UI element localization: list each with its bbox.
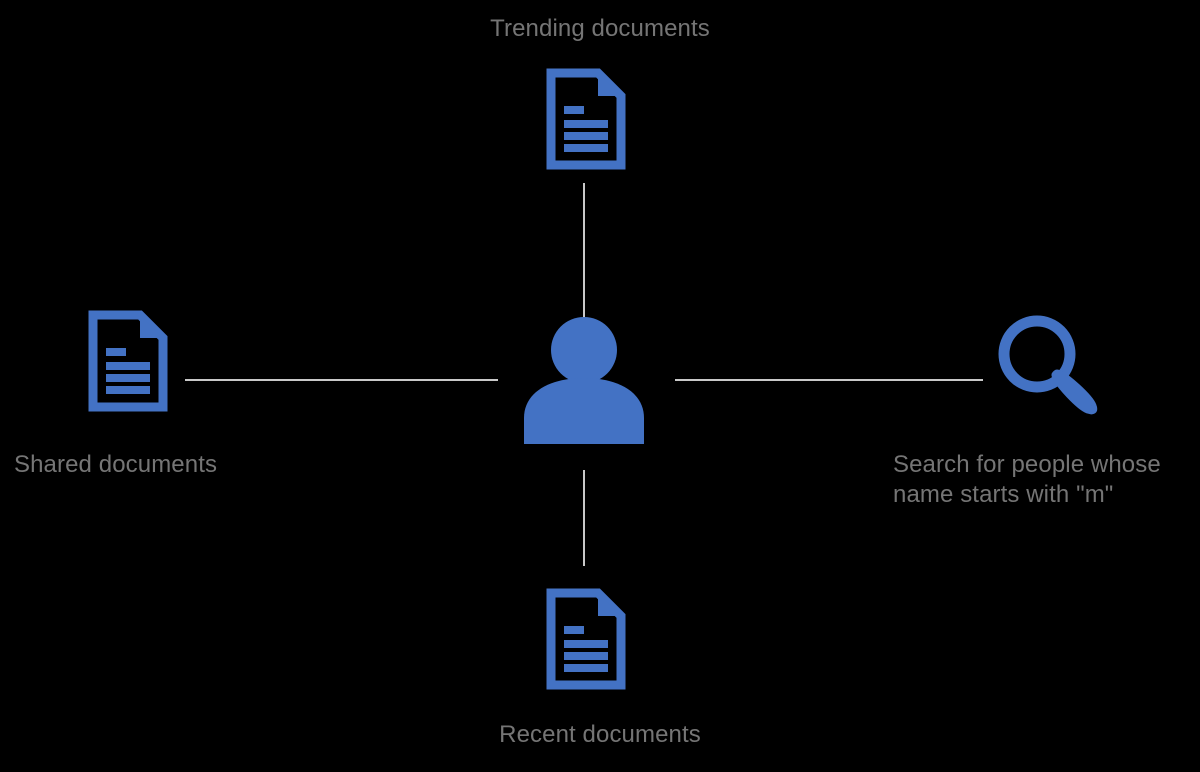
shared-documents-label: Shared documents bbox=[14, 451, 218, 478]
connector-center-to-top bbox=[583, 183, 585, 318]
connector-center-to-bottom bbox=[583, 470, 585, 566]
connector-center-to-left bbox=[185, 379, 498, 381]
recent-documents-label: Recent documents bbox=[499, 721, 701, 748]
search-people-icon[interactable] bbox=[993, 310, 1101, 418]
trending-documents-label: Trending documents bbox=[490, 15, 710, 42]
shared-documents-icon[interactable] bbox=[88, 310, 168, 412]
person-icon[interactable] bbox=[520, 314, 648, 444]
recent-documents-icon[interactable] bbox=[546, 588, 626, 690]
trending-documents-icon[interactable] bbox=[546, 68, 626, 170]
search-people-label: Search for people whose name starts with… bbox=[893, 451, 1161, 508]
connector-center-to-right bbox=[675, 379, 983, 381]
